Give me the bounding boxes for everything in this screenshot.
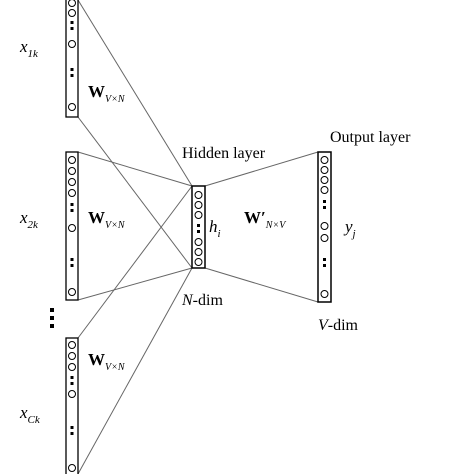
input-ellipsis (50, 308, 54, 328)
output-weight-label: W′N×V (244, 208, 287, 231)
output-layer-title: Output layer (330, 129, 411, 146)
input-1-label: x1k (19, 37, 39, 60)
input-2-label: x2k (19, 208, 39, 231)
input-c-label: xCk (19, 403, 41, 426)
hidden-layer-title: Hidden layer (182, 145, 266, 162)
n-dim-label: N-dim (181, 292, 223, 309)
connection-line (77, 0, 193, 187)
connection-line (204, 151, 319, 187)
input-layer-1 (65, 0, 79, 118)
connection-line (77, 267, 193, 301)
input-2-weight-label: WV×N (88, 208, 126, 231)
connection-line (77, 151, 193, 187)
hidden-layer (191, 185, 206, 269)
input-layer-c (65, 337, 79, 474)
connection-line (204, 267, 319, 303)
labels: x1k WV×N x2k WV×N WV×N xCk Hidden layer … (19, 37, 411, 426)
input-1-weight-label: WV×N (88, 82, 126, 105)
v-dim-label: V-dim (318, 317, 359, 334)
output-layer (317, 151, 332, 303)
hidden-unit-label: hi (209, 217, 221, 240)
connections (77, 0, 319, 474)
connection-line (77, 116, 193, 269)
connection-line (77, 267, 193, 474)
input-c-weight-label: WV×N (88, 350, 126, 373)
connection-line (77, 185, 193, 339)
output-unit-label: yj (343, 217, 356, 240)
input-layer-2 (65, 151, 79, 301)
